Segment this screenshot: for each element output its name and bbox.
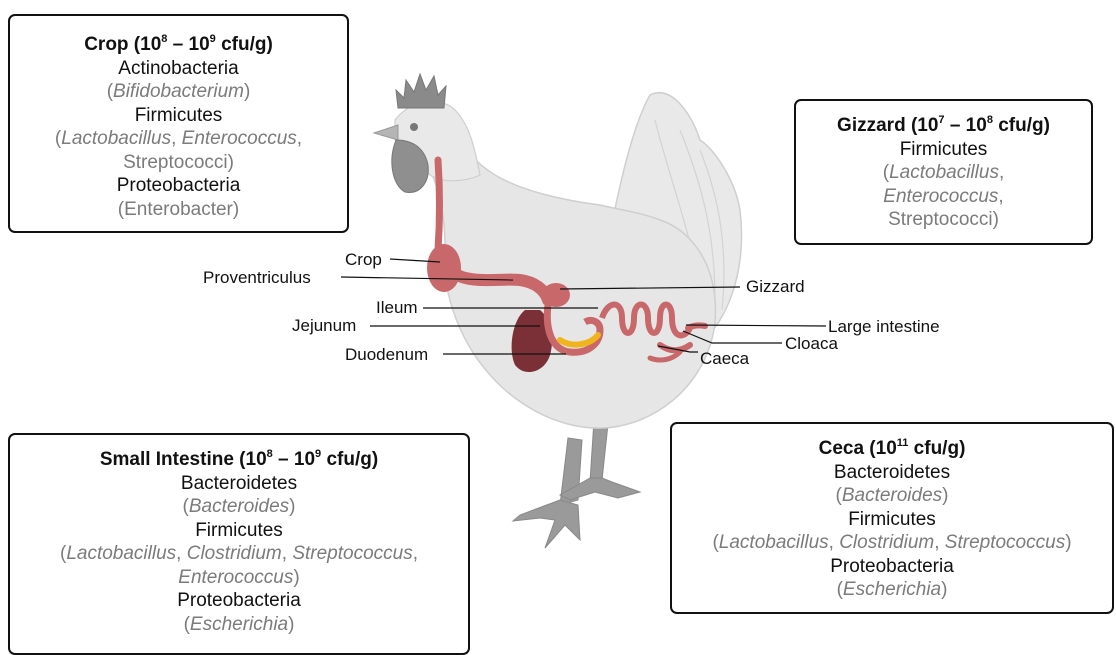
label-duodenum: Duodenum	[345, 345, 428, 364]
gizzard-microbiota-box: Gizzard (107 – 108 cfu/g) Firmicutes (La…	[794, 99, 1093, 245]
label-cloaca: Cloaca	[785, 334, 838, 353]
label-caeca: Caeca	[700, 349, 750, 368]
gizzard-organ	[542, 283, 570, 307]
crop-genus-list-2b: Streptococci)	[10, 151, 347, 175]
si-genus-list-1: (Bacteroides)	[10, 495, 468, 519]
si-phylum-proteobacteria: Proteobacteria	[10, 589, 468, 613]
gizzard-box-title: Gizzard (107 – 108 cfu/g)	[796, 114, 1091, 138]
small-intestine-box-title: Small Intestine (108 – 109 cfu/g)	[10, 448, 468, 472]
esophagus	[438, 160, 440, 250]
chicken-comb	[396, 74, 446, 108]
crop-box-title: Crop (108 – 109 cfu/g)	[10, 33, 347, 57]
ceca-microbiota-box: Ceca (1011 cfu/g) Bacteroidetes (Bactero…	[670, 422, 1114, 614]
large-intestine-organ	[688, 325, 705, 328]
si-phylum-bacteroidetes: Bacteroidetes	[10, 472, 468, 496]
crop-phylum-proteobacteria: Proteobacteria	[10, 174, 347, 198]
crop-microbiota-box: Crop (108 – 109 cfu/g) Actinobacteria (B…	[8, 14, 349, 233]
si-genus-list-2b: Enterococcus)	[10, 566, 468, 590]
ceca-genus-list-1: (Bacteroides)	[672, 484, 1112, 508]
gizzard-genus-list-1: (Lactobacillus,	[796, 161, 1091, 185]
ceca-phylum-bacteroidetes: Bacteroidetes	[672, 461, 1112, 485]
gizzard-genus-list-3: Streptococci)	[796, 208, 1091, 232]
ceca-box-title: Ceca (1011 cfu/g)	[672, 437, 1112, 461]
label-ileum: Ileum	[376, 298, 418, 317]
crop-genus-list-2a: (Lactobacillus, Enterococcus,	[10, 127, 347, 151]
chicken-beak	[374, 125, 398, 140]
si-genus-list-3: (Escherichia)	[10, 613, 468, 637]
label-gizzard: Gizzard	[746, 277, 805, 296]
ceca-genus-list-3: (Escherichia)	[672, 578, 1112, 602]
small-intestine-microbiota-box: Small Intestine (108 – 109 cfu/g) Bacter…	[8, 433, 470, 655]
chicken-legs	[513, 420, 640, 548]
si-genus-list-2a: (Lactobacillus, Clostridium, Streptococc…	[10, 542, 468, 566]
label-large-intestine: Large intestine	[828, 317, 940, 336]
label-jejunum: Jejunum	[292, 316, 356, 335]
gizzard-genus-list-2: Enterococcus,	[796, 185, 1091, 209]
ceca-phylum-proteobacteria: Proteobacteria	[672, 555, 1112, 579]
chicken-eye	[410, 123, 418, 131]
ceca-genus-list-2: (Lactobacillus, Clostridium, Streptococc…	[672, 531, 1112, 555]
crop-phylum-actinobacteria: Actinobacteria	[10, 57, 347, 81]
crop-phylum-firmicutes: Firmicutes	[10, 104, 347, 128]
crop-genus-list-1: (Bifidobacterium)	[10, 80, 347, 104]
crop-genus-list-3: (Enterobacter)	[10, 198, 347, 222]
ceca-phylum-firmicutes: Firmicutes	[672, 508, 1112, 532]
label-crop: Crop	[345, 250, 382, 269]
si-phylum-firmicutes: Firmicutes	[10, 519, 468, 543]
label-proventriculus: Proventriculus	[203, 268, 311, 287]
gizzard-phylum-firmicutes: Firmicutes	[796, 138, 1091, 162]
